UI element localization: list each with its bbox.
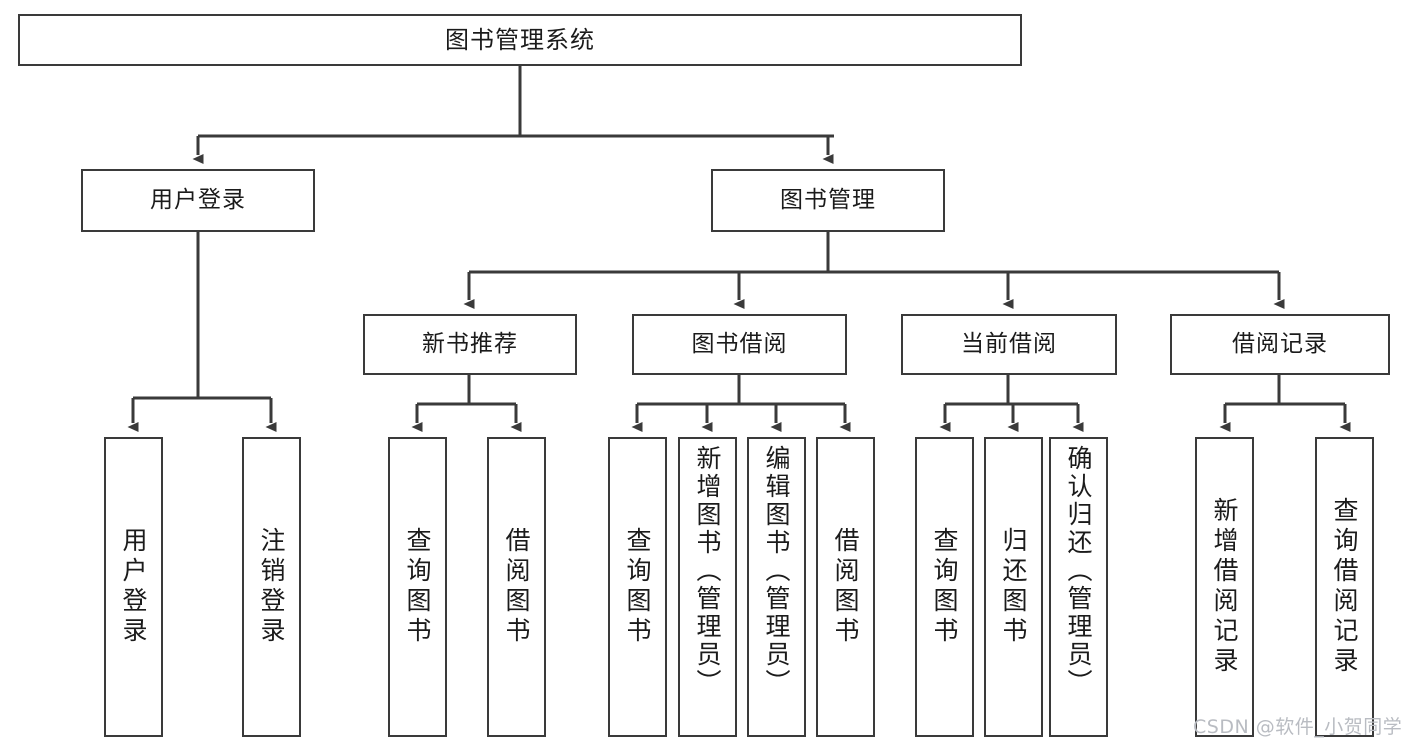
leaf-user-login[interactable]: 用户登录 bbox=[104, 437, 163, 737]
leaf-confirm-return-admin[interactable]: 确认归还（管理员） bbox=[1049, 437, 1108, 737]
leaf-query-book-new[interactable]: 查询图书 bbox=[388, 437, 447, 737]
leaf-query-book-borrow[interactable]: 查询图书 bbox=[608, 437, 667, 737]
node-label: 注销登录 bbox=[257, 527, 286, 647]
node-label: 新增图书（管理员） bbox=[693, 445, 722, 697]
node-book-borrowing[interactable]: 图书借阅 bbox=[632, 314, 847, 375]
node-label: 查询借阅记录 bbox=[1330, 497, 1359, 677]
node-label: 借阅图书 bbox=[831, 527, 860, 647]
node-label: 查询图书 bbox=[403, 527, 432, 647]
node-borrowing-record[interactable]: 借阅记录 bbox=[1170, 314, 1390, 375]
leaf-edit-book-admin[interactable]: 编辑图书（管理员） bbox=[747, 437, 806, 737]
leaf-add-book-admin[interactable]: 新增图书（管理员） bbox=[678, 437, 737, 737]
leaf-add-borrow-record[interactable]: 新增借阅记录 bbox=[1195, 437, 1254, 737]
csdn-watermark: CSDN @软件_小贺同学 bbox=[1193, 716, 1403, 738]
node-label: 编辑图书（管理员） bbox=[762, 445, 791, 697]
node-label: 查询图书 bbox=[930, 527, 959, 647]
node-label: 借阅图书 bbox=[502, 527, 531, 647]
node-label: 新书推荐 bbox=[422, 330, 518, 357]
node-root-book-management-system[interactable]: 图书管理系统 bbox=[18, 14, 1022, 66]
node-label: 查询图书 bbox=[623, 527, 652, 647]
node-label: 归还图书 bbox=[999, 527, 1028, 647]
node-label: 当前借阅 bbox=[961, 330, 1057, 357]
leaf-borrow-book-new[interactable]: 借阅图书 bbox=[487, 437, 546, 737]
node-label: 图书管理系统 bbox=[445, 25, 595, 54]
node-label: 新增借阅记录 bbox=[1210, 497, 1239, 677]
node-new-book-recommendation[interactable]: 新书推荐 bbox=[363, 314, 577, 375]
leaf-return-book[interactable]: 归还图书 bbox=[984, 437, 1043, 737]
node-label: 用户登录 bbox=[150, 186, 246, 213]
node-book-management[interactable]: 图书管理 bbox=[711, 169, 945, 232]
leaf-logout[interactable]: 注销登录 bbox=[242, 437, 301, 737]
node-label: 图书管理 bbox=[780, 186, 876, 213]
leaf-query-borrow-record[interactable]: 查询借阅记录 bbox=[1315, 437, 1374, 737]
node-user-login[interactable]: 用户登录 bbox=[81, 169, 315, 232]
node-label: 借阅记录 bbox=[1232, 330, 1328, 357]
leaf-borrow-book-borrow[interactable]: 借阅图书 bbox=[816, 437, 875, 737]
leaf-query-book-current[interactable]: 查询图书 bbox=[915, 437, 974, 737]
node-label: 确认归还（管理员） bbox=[1064, 445, 1093, 697]
node-current-borrowing[interactable]: 当前借阅 bbox=[901, 314, 1117, 375]
node-label: 图书借阅 bbox=[691, 330, 788, 357]
node-label: 用户登录 bbox=[119, 527, 148, 647]
